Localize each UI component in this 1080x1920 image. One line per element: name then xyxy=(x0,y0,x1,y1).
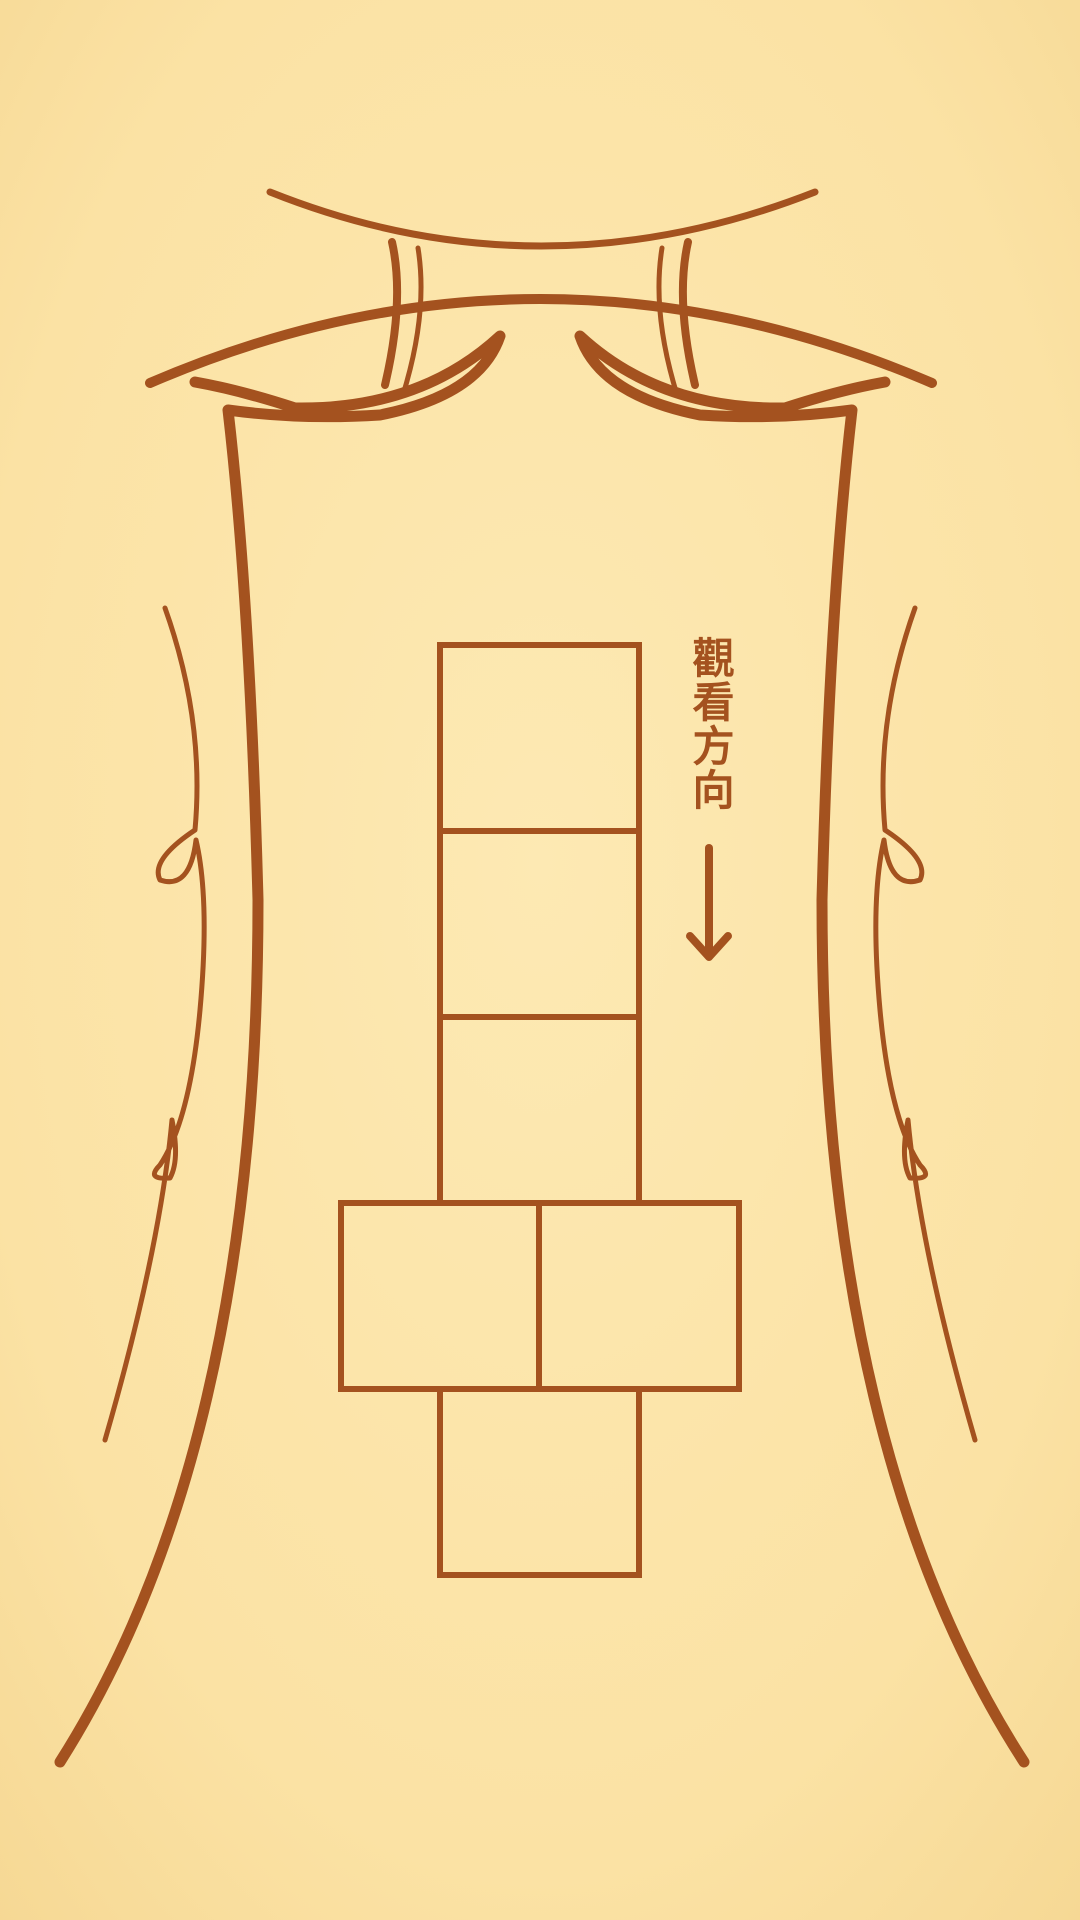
left-post-a xyxy=(381,238,402,389)
right-post-a xyxy=(678,238,699,389)
right-vine xyxy=(873,605,978,1443)
left-vine xyxy=(102,605,207,1443)
arrow-down-icon xyxy=(686,844,732,961)
right-frame xyxy=(574,330,1030,1768)
crossbar xyxy=(145,294,937,388)
top-arch xyxy=(266,188,819,250)
panel-cell-5 xyxy=(437,1386,642,1578)
viewing-direction-label: 觀看方向 xyxy=(686,636,735,812)
left-post-b xyxy=(402,245,424,391)
right-post-b xyxy=(656,245,678,391)
left-frame xyxy=(54,330,506,1768)
panel-grid xyxy=(338,642,742,1578)
frame-ornament xyxy=(54,188,1030,1768)
